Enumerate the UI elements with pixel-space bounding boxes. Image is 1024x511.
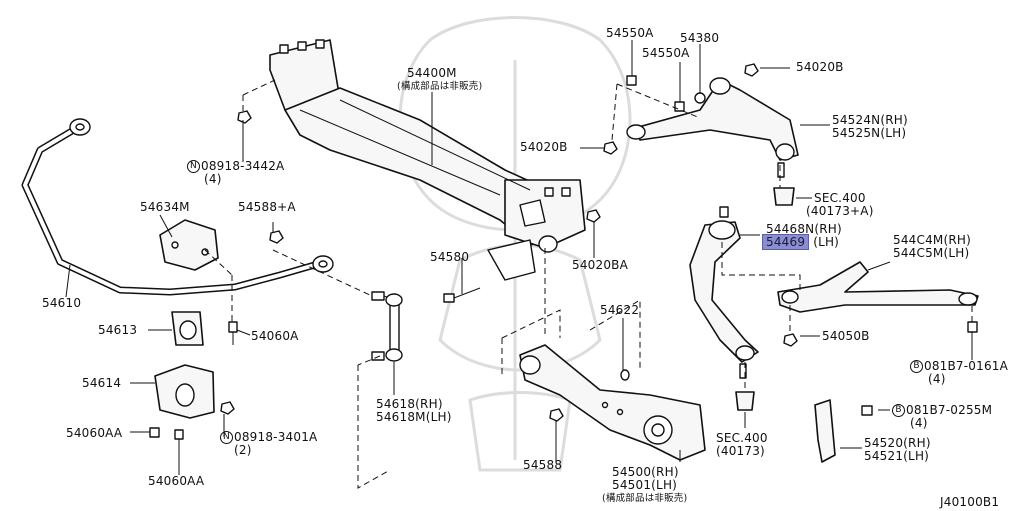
label-081B7-0255M-qty: (4) [910,416,928,430]
label-54610: 54610 [42,296,82,310]
label-54521: 54521(LH) [864,449,930,463]
label-54525N: 54525N(LH) [832,126,907,140]
label-54400M: 54400M [407,66,457,80]
label-54550A-2: 54550A [642,46,690,60]
label-54614: 54614 [82,376,122,390]
dashed-guides [204,79,973,489]
label-081B7-0255M-text: 081B7-0255M [906,403,993,417]
label-08918-3401A-qty: (2) [234,443,252,457]
upper-link [626,77,799,161]
label-54501: 54501(LH) [612,478,678,492]
label-sec400-bottom-ref: (40173) [716,444,765,458]
label-54588: 54588 [523,458,563,472]
label-54020B-2: 54020B [520,140,568,154]
ball-joint-top [773,187,795,206]
stabilizer-bush [171,311,204,346]
tension-rod [777,261,979,313]
compression-rod [689,220,759,363]
label-54060AA-2: 54060AA [148,474,205,488]
stabilizer-bracket-upper [159,219,219,271]
label-54524N: 54524N(RH) [832,113,908,127]
label-54469: 54469(LH) [762,234,840,250]
washer [620,369,630,381]
label-sec400-top-ref: (40173+A) [806,204,874,218]
label-54500: 54500(RH) [612,465,679,479]
label-54060AA-1: 54060AA [66,426,123,440]
stabilizer-bracket-lower [154,364,215,419]
label-544C4M: 544C4M(RH) [893,233,971,247]
label-sec400-top: SEC.400 [814,191,866,205]
label-54520: 54520(RH) [864,436,931,450]
b-mark-icon: B [910,360,923,373]
label-54550A-1: 54550A [606,26,654,40]
ball-joint-bottom [735,391,755,411]
crossmember [269,39,586,281]
bolts [149,63,978,462]
label-54618: 54618(RH) [376,397,443,411]
label-08918-3442A-text: 08918-3442A [201,159,285,173]
label-54588A: 54588+A [238,200,296,214]
label-54380: 54380 [680,31,720,45]
label-sec400-bottom: SEC.400 [716,431,768,445]
label-54020BA: 54020BA [572,258,629,272]
stabilizer-bar [21,118,334,296]
label-54020B-1: 54020B [796,60,844,74]
label-544C5M: 544C5M(LH) [893,246,970,260]
label-54468N: 54468N(RH) [766,222,842,236]
label-54050B: 54050B [822,329,870,343]
highlighted-part-54469[interactable]: 54469 [762,234,810,250]
label-54400M-note: (構成部品は非販売) [397,81,483,92]
diagram-id: J40100B1 [940,495,1000,509]
label-54500-note: (構成部品は非販売) [602,493,688,504]
stabilizer-link [371,291,403,362]
label-081B7-0161A-qty: (4) [928,372,946,386]
label-08918-3442A-qty: (4) [204,172,222,186]
side-bracket [814,399,836,463]
label-54060A: 54060A [251,329,299,343]
b-mark-icon: B [892,404,905,417]
label-54634M: 54634M [140,200,190,214]
n-mark-icon: N [220,431,233,444]
label-54618M: 54618M(LH) [376,410,452,424]
lower-link [519,344,706,461]
label-081B7-0161A-text: 081B7-0161A [924,359,1009,373]
label-54469-lh: (LH) [813,235,840,249]
label-54622: 54622 [600,303,640,317]
label-54580: 54580 [430,250,470,264]
label-08918-3401A-text: 08918-3401A [234,430,318,444]
n-mark-icon: N [187,160,200,173]
label-54613: 54613 [98,323,138,337]
